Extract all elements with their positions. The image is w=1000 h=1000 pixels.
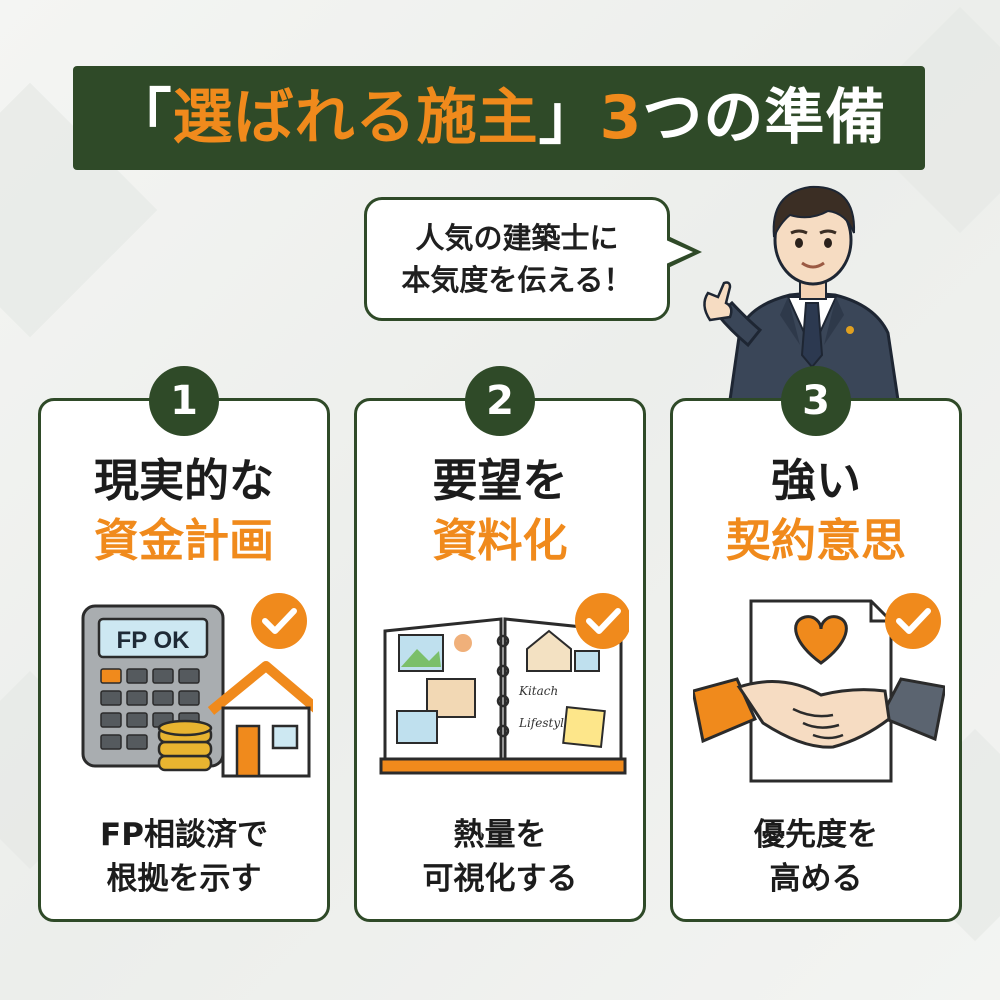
calculator-house-illustration: FP OK — [81, 593, 313, 778]
card-description: 優先度を 高める — [673, 813, 959, 901]
title-number: 3 — [599, 83, 643, 153]
card-description: FP相談済で 根拠を示す — [41, 813, 327, 901]
card-desc-line1: FP相談済で — [100, 817, 268, 853]
card-number-badge: 1 — [149, 366, 219, 436]
card-financial-plan: 1 現実的な 資金計画 FP OK — [38, 366, 330, 922]
handshake-contract-illustration — [693, 593, 945, 783]
card-desc-line2: 高める — [769, 861, 863, 897]
card-desc-line2: 可視化する — [422, 861, 578, 897]
title-rest: つの準備 — [642, 83, 887, 153]
title-banner: 「選ばれる施主」3つの準備 — [73, 66, 925, 170]
page-title: 「選ばれる施主」3つの準備 — [112, 88, 887, 148]
card-requirements-document: 2 要望を 資料化 Kitach Lifestyle — [354, 366, 646, 922]
card-heading: 現実的な 資金計画 — [41, 451, 327, 571]
card-number-badge: 3 — [781, 366, 851, 436]
scrapbook-icon: Kitach Lifestyle — [379, 617, 627, 775]
title-open-bracket: 「 — [111, 83, 173, 153]
coins-icon — [157, 719, 213, 772]
speech-bubble-tail-fill — [666, 240, 693, 264]
handshake-icon — [693, 677, 945, 749]
card-contract-intent: 3 強い 契約意思 優先度を 高める — [670, 366, 962, 922]
scrapbook-note-1: Kitach — [518, 684, 558, 698]
businessman-illustration — [703, 185, 900, 400]
check-icon — [885, 593, 941, 649]
check-icon — [251, 593, 307, 649]
card-description: 熱量を 可視化する — [357, 813, 643, 901]
house-icon — [207, 661, 313, 778]
card-heading: 強い 契約意思 — [673, 451, 959, 571]
scrapbook-note-2: Lifestyle — [518, 716, 571, 730]
calculator-display: FP OK — [117, 627, 191, 654]
card-heading-line1: 要望を — [432, 454, 568, 507]
speech-line-2: 本気度を伝える！ — [401, 263, 633, 297]
card-heading-line1: 現実的な — [93, 454, 274, 507]
card-heading-line2: 契約意思 — [725, 514, 906, 567]
heart-icon — [794, 615, 848, 665]
card-number-badge: 2 — [465, 366, 535, 436]
card-desc-line1: 優先度を — [754, 817, 878, 853]
title-close-bracket: 」 — [538, 83, 600, 153]
speech-line-1: 人気の建築士に — [415, 220, 619, 255]
speech-bubble: 人気の建築士に 本気度を伝える！ — [364, 197, 670, 321]
title-emphasis: 選ばれる施主 — [172, 83, 539, 153]
card-heading-line2: 資金計画 — [93, 514, 274, 567]
card-heading-line2: 資料化 — [432, 514, 568, 567]
scrapbook-illustration: Kitach Lifestyle — [379, 593, 629, 775]
check-icon — [575, 593, 629, 649]
card-heading: 要望を 資料化 — [357, 451, 643, 571]
card-heading-line1: 強い — [770, 454, 861, 507]
card-desc-line1: 熱量を — [453, 817, 547, 853]
card-desc-line2: 根拠を示す — [106, 861, 262, 897]
